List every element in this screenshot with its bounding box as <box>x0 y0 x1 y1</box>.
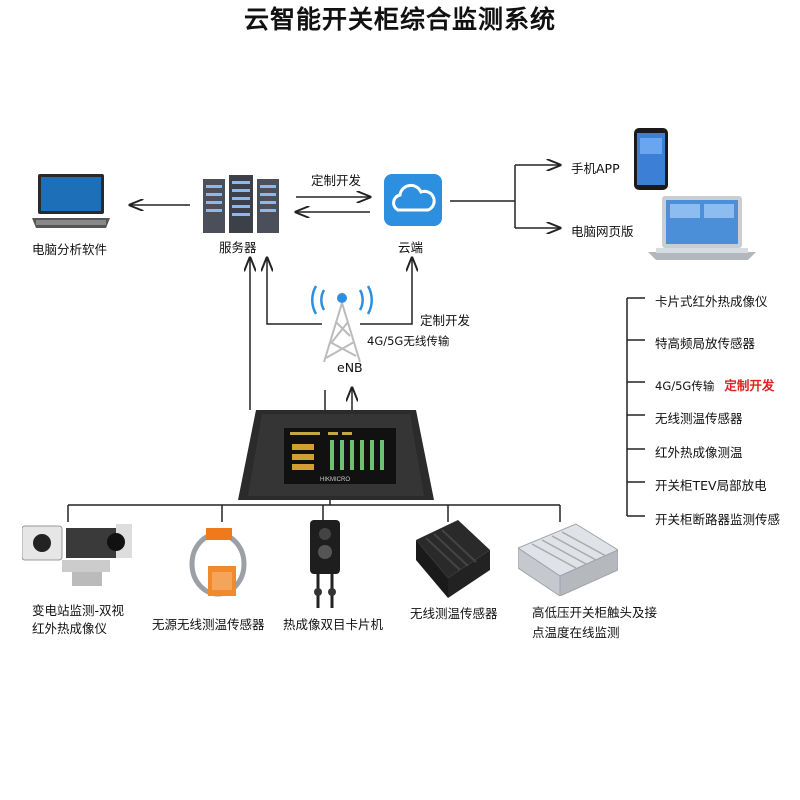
enb-tower-icon <box>311 285 373 363</box>
thermal-binocular-card-camera-icon <box>310 520 340 608</box>
cloud-icon <box>384 174 442 226</box>
wireless-label: 4G/5G无线传输 <box>367 334 450 348</box>
sensor-list-item-text: 开关柜断路器监测传感 <box>655 512 781 527</box>
device-5-label: 高低压开关柜触头及接 点温度在线监测 <box>532 605 658 640</box>
smartphone-icon <box>634 128 668 190</box>
dual-view-thermal-camera-icon <box>22 524 132 586</box>
sensor-list-item-text: 无线测温传感器 <box>655 411 743 426</box>
diagram-title: 云智能开关柜综合监测系统 <box>243 5 556 34</box>
pc-label: 电脑分析软件 <box>32 242 108 257</box>
sensor-list-item: 开关柜TEV局部放电 <box>655 475 767 494</box>
device-4-label: 无线测温传感器 <box>410 606 498 621</box>
laptop-icon <box>648 196 756 260</box>
custom-dev-mid-label: 定制开发 <box>420 313 471 328</box>
device-5-label-wrap: 高低压开关柜触头及接 点温度在线监测 <box>532 603 657 643</box>
sensor-list-item-text: 特高频局放传感器 <box>655 336 756 351</box>
device-2-label: 无源无线测温传感器 <box>152 617 265 632</box>
cloud-label: 云端 <box>398 240 424 255</box>
sensor-list-item-highlight: 定制开发 <box>724 378 775 393</box>
sensor-list-item: 4G/5G传输定制开发 <box>655 375 774 394</box>
server-label: 服务器 <box>219 240 257 255</box>
switchgear-contact-monitor-icon <box>518 523 618 596</box>
controller-brand-text: HIKMICRO <box>320 477 350 483</box>
sensor-list-item: 开关柜断路器监测传感 <box>655 509 780 528</box>
enb-label: eNB <box>337 360 363 375</box>
sensor-list-item: 红外热成像测温 <box>655 442 743 461</box>
sensor-list-item: 无线测温传感器 <box>655 408 743 427</box>
desktop-computer-icon <box>32 174 110 228</box>
pc-web-label: 电脑网页版 <box>571 224 634 239</box>
wireless-temp-sensor-icon <box>416 520 490 598</box>
sensor-list-item-text: 卡片式红外热成像仪 <box>655 294 768 309</box>
passive-wireless-temp-sensor-icon <box>189 528 247 597</box>
device-1-label-line1: 变电站监测-双视 红外热成像仪 <box>32 602 124 638</box>
custom-dev-top-label: 定制开发 <box>311 173 362 188</box>
device-3-label: 热成像双目卡片机 <box>283 617 384 632</box>
phone-app-label: 手机APP <box>571 161 620 176</box>
device-1-label: 变电站监测-双视 红外热成像仪 <box>32 603 125 636</box>
server-rack-icon <box>203 175 279 233</box>
sensor-list-item: 特高频局放传感器 <box>655 333 755 352</box>
central-controller-icon: HIKMICRO <box>238 410 434 500</box>
sensor-list-item: 卡片式红外热成像仪 <box>655 291 768 310</box>
sensor-list-item-text: 4G/5G传输 <box>655 379 715 393</box>
sensor-list-item-text: 开关柜TEV局部放电 <box>655 478 767 493</box>
sensor-list-item-text: 红外热成像测温 <box>655 445 743 460</box>
